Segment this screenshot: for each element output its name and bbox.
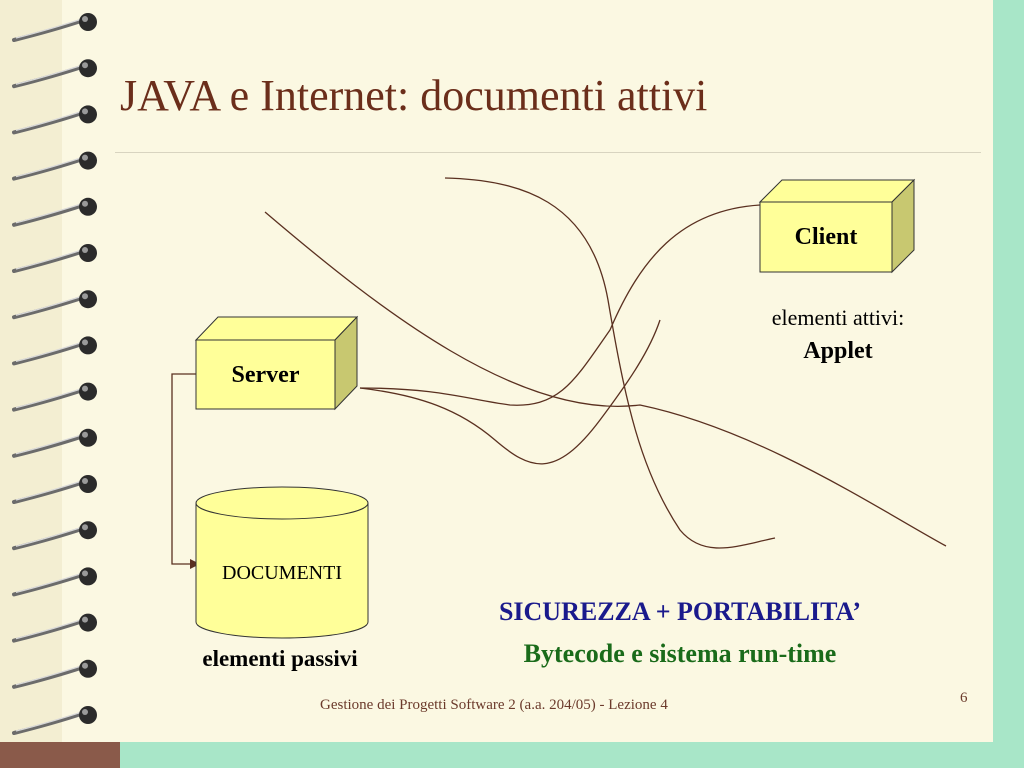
server-box <box>194 315 359 411</box>
binding-ring <box>12 706 97 735</box>
binding-ring <box>12 382 97 412</box>
binding-ring <box>12 567 97 597</box>
binding-ring <box>12 59 97 89</box>
binding-ring <box>12 244 97 273</box>
security-portability-text: SICUREZZA + PORTABILITA’ <box>498 597 862 626</box>
documents-cylinder <box>195 486 369 639</box>
slide-title: JAVA e Internet: documenti attivi <box>120 71 708 120</box>
network-curve-top <box>444 177 776 549</box>
binding-ring <box>12 197 97 227</box>
bytecode-runtime-text: Bytecode e sistema run-time <box>523 639 837 668</box>
connector-arrowhead <box>190 559 200 569</box>
binding-ring <box>12 151 97 181</box>
title-divider <box>115 152 981 153</box>
binding-ring <box>12 659 97 689</box>
network-curve-client <box>359 204 761 406</box>
slide-footer: Gestione dei Progetti Software 2 (a.a. 2… <box>320 697 668 713</box>
binding-ring <box>12 13 97 42</box>
binding-ring <box>12 336 97 366</box>
bottom-left-strip <box>0 742 120 768</box>
client-label: Client <box>794 224 858 250</box>
binding-ring <box>12 290 97 320</box>
server-label: Server <box>231 362 300 388</box>
passive-elements-label: elementi passivi <box>202 646 358 671</box>
active-elements-label: elementi attivi: <box>771 305 905 330</box>
binding-ring <box>12 613 97 643</box>
binding-ring <box>12 475 97 504</box>
client-box <box>758 178 916 274</box>
server-documents-connector <box>171 373 196 565</box>
binding-ring <box>12 105 97 135</box>
applet-label: Applet <box>803 338 873 364</box>
page-number: 6 <box>960 690 968 706</box>
network-curve-server <box>359 319 661 465</box>
network-curve-diagonal <box>264 211 947 547</box>
documents-label: DOCUMENTI <box>222 562 342 584</box>
binding-ring <box>12 521 97 551</box>
slide-background <box>0 0 993 742</box>
binding-ring <box>12 428 97 458</box>
spiral-binding-rings <box>12 13 97 735</box>
